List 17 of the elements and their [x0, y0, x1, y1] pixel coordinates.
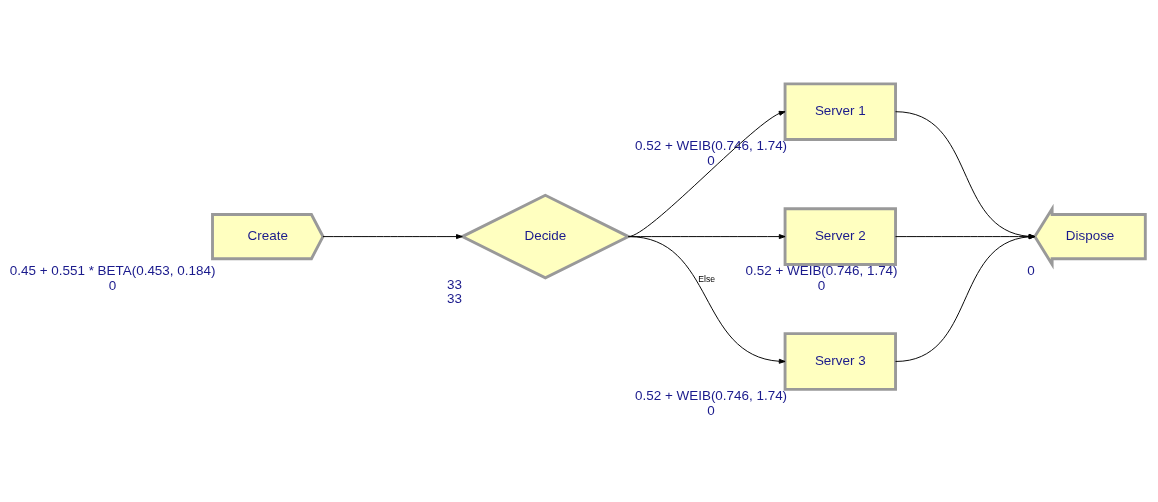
node-label: 0: [707, 152, 715, 168]
node-box: Server 3: [783, 332, 897, 391]
node-label: 0: [707, 402, 715, 418]
arrow: [628, 110, 786, 238]
node-label: 0: [817, 277, 826, 293]
edge-label: Else: [698, 273, 716, 284]
node-diamond: Decide: [459, 193, 632, 280]
node-label: 0: [1027, 263, 1035, 279]
node-box: Server 1: [783, 82, 897, 141]
node-label: 0.52 + WEIB(0.746, 1.74): [635, 388, 788, 404]
node-label: 0: [108, 277, 117, 293]
node-box: Server 2: [783, 207, 897, 266]
node-label: 0.52 + WEIB(0.746, 1.74): [745, 263, 898, 279]
arrow: [322, 234, 463, 240]
node-label: 33: [447, 291, 463, 307]
node-label: 0.45 + 0.551 * BETA(0.453, 0.184): [9, 263, 216, 279]
arrow: [628, 236, 786, 364]
